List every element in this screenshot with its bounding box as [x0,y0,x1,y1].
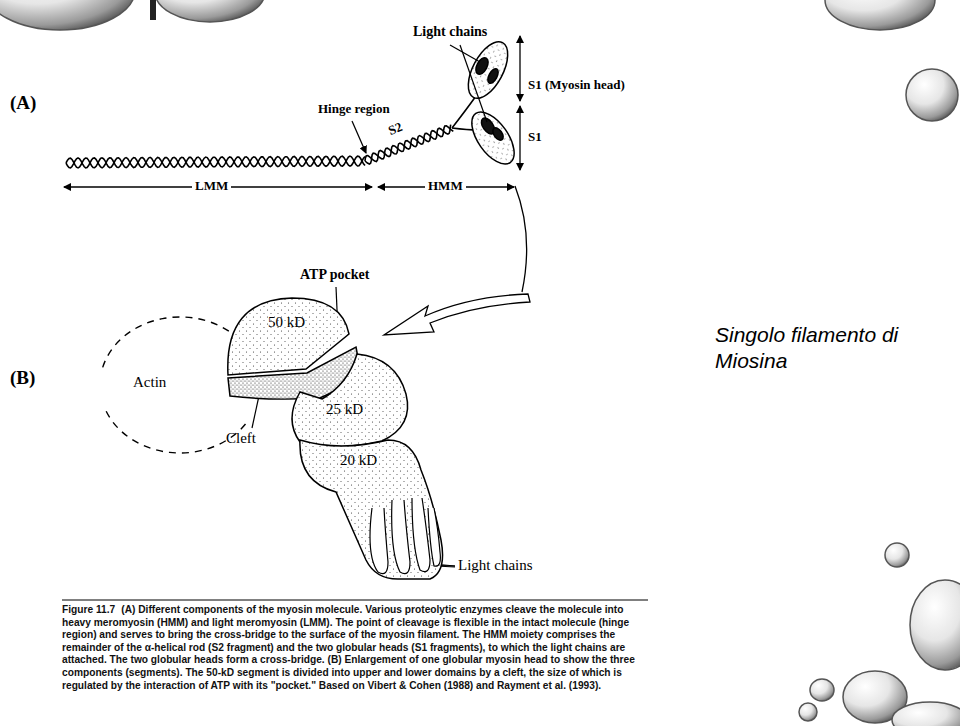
segment-label: 25 kD [326,401,363,418]
part-label: S1 [528,130,542,145]
outline-path [300,440,443,579]
helix-strand [365,126,453,162]
outline-path [103,317,242,367]
panel-letter: (B) [10,367,35,389]
figure-number: Figure 11.7 [62,604,115,615]
part-label: S1 (Myosin head) [528,78,625,93]
part-label: S2 [386,120,404,139]
part-label: ATP pocket [300,267,369,283]
myosin-segment: 20 kD [290,432,450,584]
outline-path [292,354,408,447]
outline-path [105,408,246,453]
figure-caption: Figure 11.7(A) Different components of t… [62,604,650,692]
caption-text: (A) Different components of the myosin m… [62,604,635,691]
part-label: Cleft [226,430,256,447]
caption-rule [62,600,648,601]
enlarge-arrow [384,186,530,335]
part-label: Hinge region [318,102,390,117]
outline-path [412,498,430,572]
part-label: LMM [192,179,231,194]
panel-letter: (A) [10,92,36,114]
outline-path [370,508,388,574]
outline-path [428,508,440,566]
slide-title: Singolo filamento di Miosina [715,322,945,375]
part-label: Light chains [458,557,533,574]
part-label: HMM [425,179,466,194]
segment-label: 50 kD [268,314,305,331]
myosin-segment: 25 kD [284,350,416,454]
part-label: Light chains [413,24,487,40]
helix-strand [66,156,365,168]
segment-label: Actin [133,374,166,391]
segment-label: 20 kD [340,452,377,469]
helix-strand [66,156,365,168]
outline-path [392,500,410,574]
dimension-arrows [64,36,520,187]
